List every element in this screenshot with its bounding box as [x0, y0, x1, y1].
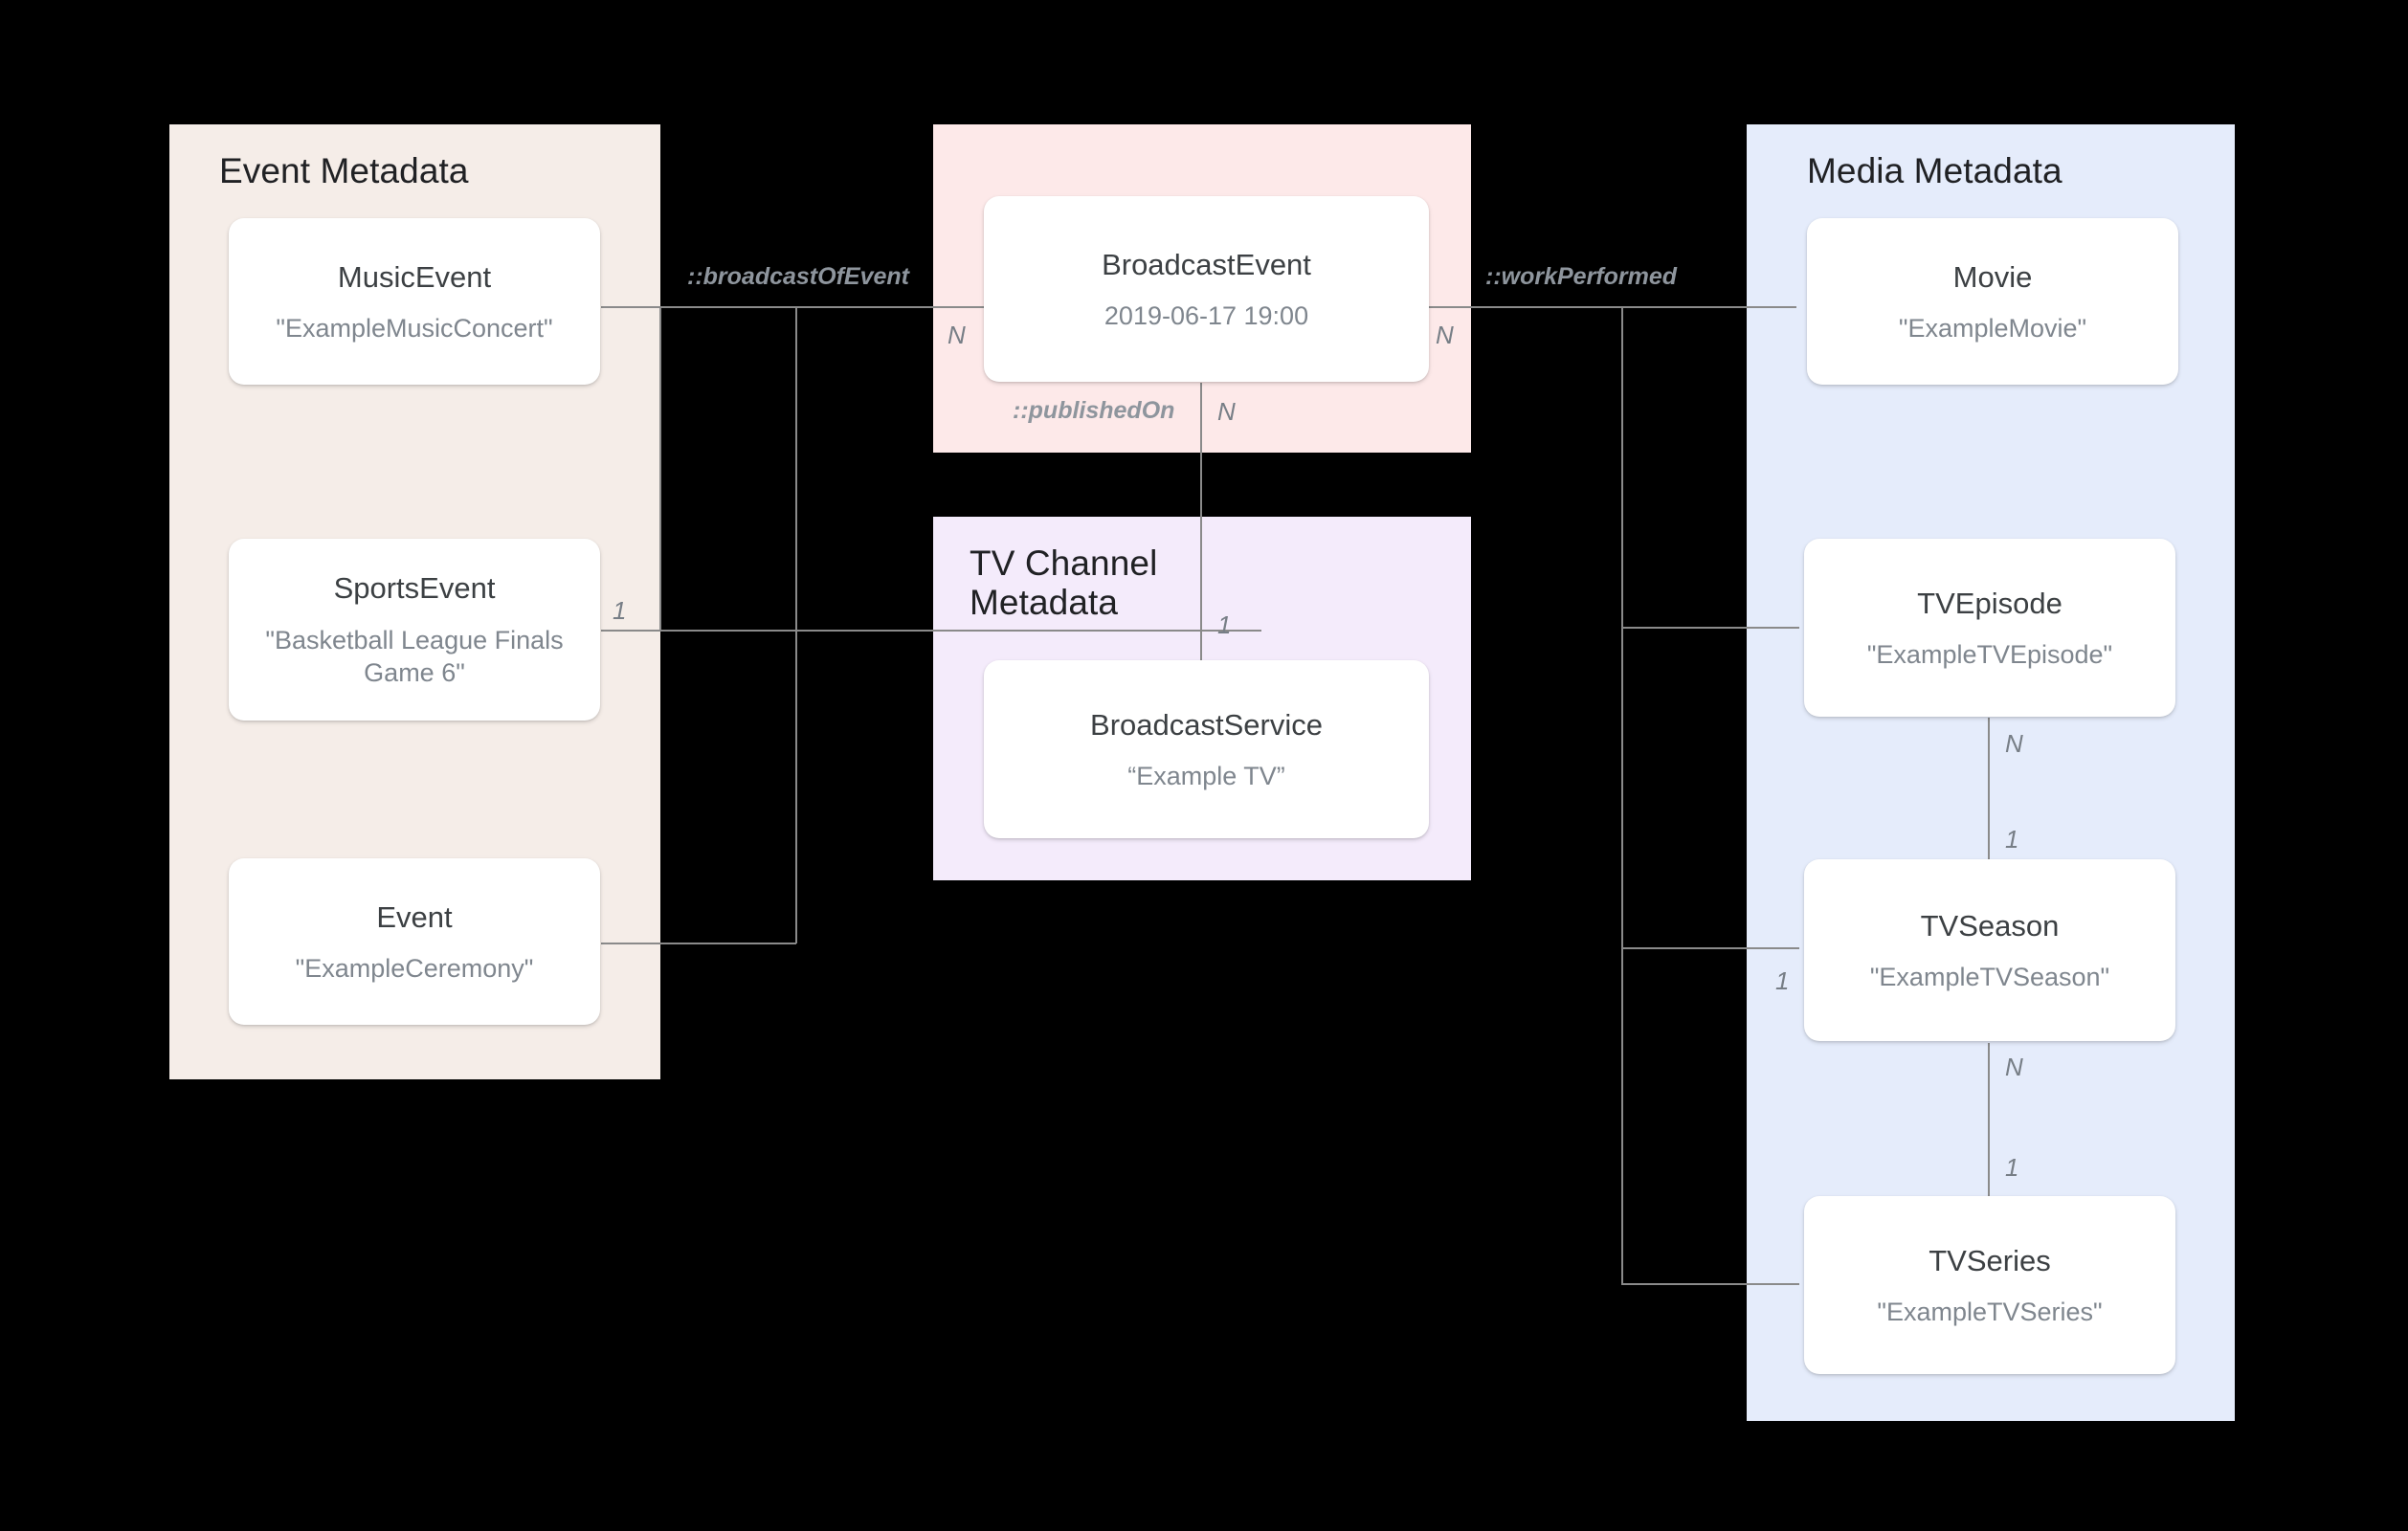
- entity-card-broadcast-event[interactable]: BroadcastEvent 2019-06-17 19:00: [984, 196, 1429, 382]
- entity-card-tv-series[interactable]: TVSeries "ExampleTVSeries": [1804, 1196, 2175, 1374]
- entity-card-tv-season[interactable]: TVSeason "ExampleTVSeason": [1804, 859, 2175, 1041]
- entity-type-tv-episode: TVEpisode: [1917, 586, 2062, 620]
- multiplicity-tv-series-one: 1: [2005, 1153, 2019, 1182]
- entity-value-broadcast-event: 2019-06-17 19:00: [1104, 300, 1309, 330]
- entity-card-movie[interactable]: Movie "ExampleMovie": [1807, 218, 2178, 385]
- entity-card-event[interactable]: Event "ExampleCeremony": [229, 858, 600, 1025]
- multiplicity-broadcast-event-right: N: [1436, 321, 1454, 349]
- entity-type-tv-season: TVSeason: [1920, 908, 2060, 943]
- connector-published-on-vertical: [1200, 383, 1202, 660]
- entity-type-broadcast-service: BroadcastService: [1090, 707, 1323, 742]
- connector-tv-episode-branch: [1621, 627, 1799, 629]
- multiplicity-broadcast-event-left: N: [948, 321, 966, 349]
- entity-card-tv-episode[interactable]: TVEpisode "ExampleTVEpisode": [1804, 539, 2175, 717]
- entity-type-broadcast-event: BroadcastEvent: [1102, 247, 1311, 281]
- connector-broadcast-of-event-line: [659, 306, 993, 308]
- connector-episode-to-season-vertical: [1988, 718, 1990, 861]
- entity-type-sports-event: SportsEvent: [333, 571, 496, 606]
- entity-value-tv-episode: "ExampleTVEpisode": [1866, 639, 2113, 669]
- multiplicity-tv-episode-n: N: [2005, 729, 2023, 758]
- multiplicity-broadcast-event-down: N: [1217, 397, 1236, 426]
- connector-event-horizontal: [601, 943, 796, 944]
- connector-left-trunk-vertical: [659, 306, 661, 630]
- connector-media-bus-vertical: [1621, 306, 1623, 1284]
- connector-sports-event-horizontal: [601, 630, 1261, 632]
- entity-value-music-event: "ExampleMusicConcert": [276, 313, 553, 343]
- entity-type-event: Event: [376, 899, 453, 934]
- entity-type-tv-series: TVSeries: [1929, 1243, 2051, 1277]
- panel-title-media-metadata: Media Metadata: [1807, 151, 2062, 190]
- entity-type-movie: Movie: [1952, 259, 2033, 294]
- entity-card-broadcast-service[interactable]: BroadcastService “Example TV”: [984, 660, 1429, 838]
- multiplicity-tv-season-left-one: 1: [1775, 966, 1790, 995]
- connector-work-performed-line: [1407, 306, 1796, 308]
- panel-title-tv-channel-metadata: TV Channel Metadata: [970, 544, 1158, 623]
- entity-type-music-event: MusicEvent: [337, 259, 492, 294]
- connector-season-to-series-vertical: [1988, 1043, 1990, 1199]
- relation-label-published-on: ::publishedOn: [1013, 397, 1175, 424]
- entity-card-music-event[interactable]: MusicEvent "ExampleMusicConcert": [229, 218, 600, 385]
- connector-left-bus-vertical: [795, 306, 797, 943]
- entity-value-tv-season: "ExampleTVSeason": [1869, 962, 2110, 991]
- connector-tv-season-branch: [1621, 947, 1799, 949]
- multiplicity-tv-season-top-one: 1: [2005, 825, 2019, 854]
- entity-value-movie: "ExampleMovie": [1898, 313, 2087, 343]
- entity-card-sports-event[interactable]: SportsEvent "Basketball League Finals Ga…: [229, 539, 600, 721]
- multiplicity-sports-event: 1: [613, 596, 627, 625]
- entity-value-tv-series: "ExampleTVSeries": [1877, 1297, 2103, 1326]
- entity-value-event: "ExampleCeremony": [295, 953, 534, 983]
- multiplicity-tv-season-n: N: [2005, 1053, 2023, 1081]
- connector-tv-series-branch: [1621, 1283, 1799, 1285]
- multiplicity-broadcast-service: 1: [1217, 610, 1232, 639]
- entity-value-broadcast-service: “Example TV”: [1127, 761, 1285, 790]
- panel-title-event-metadata: Event Metadata: [219, 151, 469, 190]
- relation-label-broadcast-of-event: ::broadcastOfEvent: [687, 263, 909, 290]
- entity-value-sports-event: "Basketball League Finals Game 6": [265, 625, 564, 688]
- relation-label-work-performed: ::workPerformed: [1485, 263, 1678, 290]
